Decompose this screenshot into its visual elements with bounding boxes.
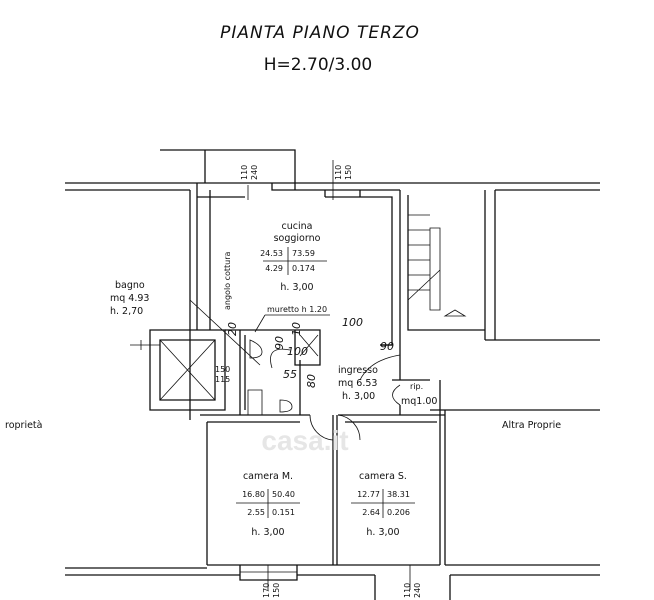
neighbor-left-label: roprietà <box>5 420 42 431</box>
watermark: casa.it <box>261 425 348 456</box>
svg-text:38.31: 38.31 <box>387 490 410 499</box>
svg-text:camera M.: camera M. <box>243 471 293 482</box>
svg-text:0.174: 0.174 <box>292 264 315 273</box>
svg-text:bagno: bagno <box>115 280 145 291</box>
svg-text:110: 110 <box>240 165 249 180</box>
svg-text:10: 10 <box>290 322 303 336</box>
svg-text:0.151: 0.151 <box>272 508 295 517</box>
neighbor-right-label: Altra Proprie <box>502 420 561 431</box>
room-bagno: bagno mq 4.93 h. 2,70 <box>110 280 149 317</box>
svg-text:90: 90 <box>273 336 286 350</box>
svg-text:mq 6.53: mq 6.53 <box>338 378 377 389</box>
svg-text:110: 110 <box>334 165 343 180</box>
plan-title: PIANTA PIANO TERZO <box>220 23 420 43</box>
svg-text:h. 3,00: h. 3,00 <box>280 282 313 293</box>
svg-text:170: 170 <box>262 583 271 598</box>
svg-text:h. 3,00: h. 3,00 <box>342 391 375 402</box>
plan-heights: H=2.70/3.00 <box>264 55 372 75</box>
svg-text:2.64: 2.64 <box>362 508 380 517</box>
room-camera-s: camera S. 12.77 38.31 2.64 0.206 h. 3,00 <box>351 471 415 538</box>
svg-text:h. 3,00: h. 3,00 <box>366 527 399 538</box>
room-camera-m: camera M. 16.80 50.40 2.55 0.151 h. 3,00 <box>236 471 300 538</box>
svg-text:h. 3,00: h. 3,00 <box>251 527 284 538</box>
svg-text:55: 55 <box>283 368 297 381</box>
svg-text:rip.: rip. <box>410 382 423 391</box>
svg-text:ingresso: ingresso <box>338 365 378 376</box>
svg-text:150: 150 <box>344 165 353 180</box>
svg-text:0.206: 0.206 <box>387 508 410 517</box>
svg-text:mq 4.93: mq 4.93 <box>110 293 149 304</box>
svg-text:24.53: 24.53 <box>260 249 283 258</box>
svg-text:110: 110 <box>403 583 412 598</box>
svg-text:20: 20 <box>226 322 239 336</box>
svg-text:150: 150 <box>272 583 281 598</box>
svg-text:angolo cottura: angolo cottura <box>223 251 232 310</box>
svg-text:100: 100 <box>287 345 308 358</box>
svg-text:h. 2,70: h. 2,70 <box>110 306 143 317</box>
svg-text:115: 115 <box>215 375 230 384</box>
svg-text:camera S.: camera S. <box>359 471 407 482</box>
svg-text:80: 80 <box>305 374 318 388</box>
svg-text:240: 240 <box>250 165 259 180</box>
room-ripostiglio: rip. mq1.00 <box>401 382 437 407</box>
svg-text:150: 150 <box>215 365 230 374</box>
svg-text:2.55: 2.55 <box>247 508 265 517</box>
svg-text:90: 90 <box>380 340 394 353</box>
svg-text:100: 100 <box>342 316 363 329</box>
svg-text:mq1.00: mq1.00 <box>401 396 437 407</box>
svg-text:4.29: 4.29 <box>265 264 283 273</box>
svg-text:12.77: 12.77 <box>357 490 380 499</box>
muretto-note: muretto h 1.20 <box>267 305 327 314</box>
svg-text:240: 240 <box>413 583 422 598</box>
room-ingresso: ingresso mq 6.53 h. 3,00 <box>338 365 378 402</box>
svg-text:50.40: 50.40 <box>272 490 295 499</box>
svg-text:cucina: cucina <box>282 221 313 232</box>
svg-text:73.59: 73.59 <box>292 249 315 258</box>
svg-text:16.80: 16.80 <box>242 490 265 499</box>
walls <box>65 149 600 600</box>
room-cucina-soggiorno: cucina soggiorno 24.53 73.59 4.29 0.174 … <box>223 221 327 310</box>
svg-text:soggiorno: soggiorno <box>274 233 321 244</box>
dimensions: 100 90 20 90 10 100 55 80 150 115 110 24… <box>215 165 422 598</box>
